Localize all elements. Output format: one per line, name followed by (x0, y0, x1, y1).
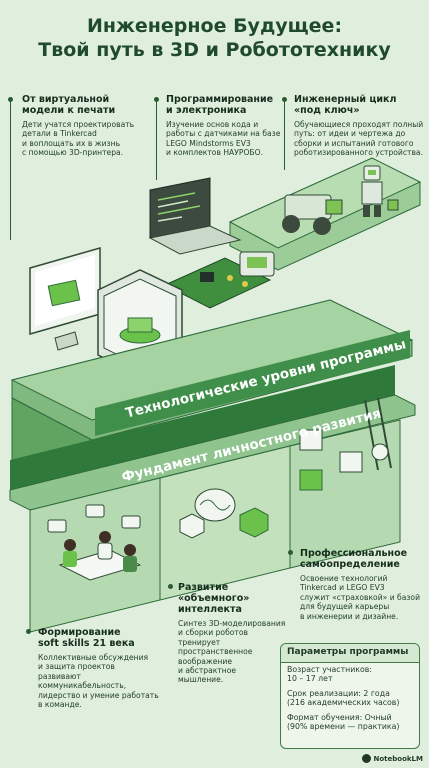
title-line-2: Твой путь в 3D и Робототехнику (38, 39, 391, 61)
block-heading: Формирование soft skills 21 века (38, 627, 135, 649)
params-item-duration: Срок реализации: 2 года (216 академическ… (287, 688, 400, 708)
block-programming: Программирование и электроника Изучение … (166, 94, 296, 158)
bullet-dot (282, 97, 287, 102)
block-body: Коллективные обсуждения и защита проекто… (38, 653, 159, 710)
params-item-format: Формат обучения: Очный (90% времени — пр… (287, 712, 400, 732)
block-body: Обучающиеся проходят полный путь: от иде… (294, 120, 424, 158)
block-intelligence: Развитие «объемного» интеллекта Синтез 3… (178, 582, 290, 685)
notebooklm-badge: NotebookLM (361, 754, 423, 763)
block-engineering-cycle: Инженерный цикл «под ключ» Обучающиеся п… (294, 94, 426, 158)
bullet-dot (154, 97, 159, 102)
program-parameters-card: Параметры программы Возраст участников: … (280, 643, 420, 749)
leader-line (10, 100, 11, 240)
team-meeting-icon (47, 504, 142, 581)
bullet-dot (288, 550, 293, 555)
code-laptop-icon (148, 177, 242, 255)
badge-label: NotebookLM (373, 754, 423, 763)
block-heading: Программирование и электроника (166, 94, 274, 116)
bullet-dot (26, 629, 31, 634)
block-body: Синтез 3D-моделирования и сборки роботов… (178, 619, 286, 685)
block-3d-modeling: От виртуальной модели к печати Дети учат… (22, 94, 150, 158)
bullet-dot (8, 97, 13, 102)
brain-cube-icon (179, 488, 269, 539)
params-heading: Параметры программы (281, 644, 419, 663)
career-tools-icon (299, 397, 392, 491)
block-body: Освоение технологий Tinkercad и LEGO EV3… (300, 574, 421, 621)
page-title: Инженерное Будущее: Твой путь в 3D и Роб… (0, 14, 429, 62)
block-body: Изучение основ кода и работы с датчиками… (166, 120, 281, 158)
robot-car-icon (282, 194, 343, 235)
block-heading: Инженерный цикл «под ключ» (294, 94, 397, 116)
leader-line (156, 100, 157, 180)
block-heading: Развитие «объемного» интеллекта (178, 582, 250, 615)
params-item-age: Возраст участников: 10 – 17 лет (287, 664, 372, 684)
cad-monitor-icon (29, 247, 101, 351)
block-career: Профессиональное самоопределение Освоени… (300, 548, 426, 621)
block-heading: Профессиональное самоопределение (300, 548, 408, 570)
block-soft-skills: Формирование soft skills 21 века Коллект… (38, 627, 172, 709)
notebooklm-logo-icon (361, 754, 371, 763)
block-heading: От виртуальной модели к печати (22, 94, 116, 116)
leader-line (284, 100, 285, 170)
humanoid-robot-icon (361, 165, 383, 217)
block-body: Дети учатся проектировать детали в Tinke… (22, 120, 135, 158)
title-line-1: Инженерное Будущее: (86, 15, 343, 37)
bullet-dot (168, 584, 173, 589)
ev3-brick-icon (239, 251, 275, 277)
